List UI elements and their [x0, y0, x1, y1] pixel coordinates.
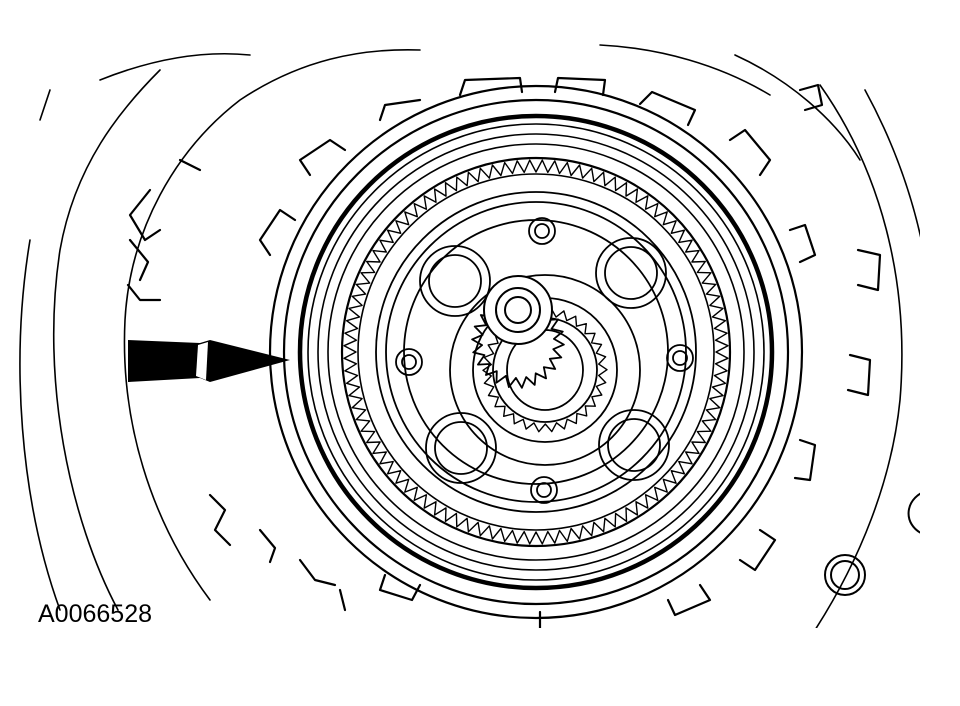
arrow-shaft-white-gap	[196, 342, 208, 380]
outer-teeth-path	[343, 159, 729, 545]
housing-left-notches	[126, 158, 347, 612]
input-shaft	[471, 275, 565, 389]
housing-outer-curves	[19, 44, 920, 628]
snap-ring	[297, 113, 775, 591]
hub-spline-teeth	[482, 307, 608, 433]
hub-splines-path	[482, 307, 608, 433]
clutch-plate	[317, 133, 755, 571]
outer-gear-teeth	[343, 159, 729, 545]
toothed-ring	[340, 156, 732, 548]
small-bolt-holes	[395, 217, 694, 504]
figure-code: A0066528	[38, 600, 153, 628]
housing-right-notches	[798, 83, 882, 397]
right-fittings	[824, 492, 920, 596]
clutch-drum	[258, 76, 817, 628]
pointer-arrow	[128, 340, 290, 382]
